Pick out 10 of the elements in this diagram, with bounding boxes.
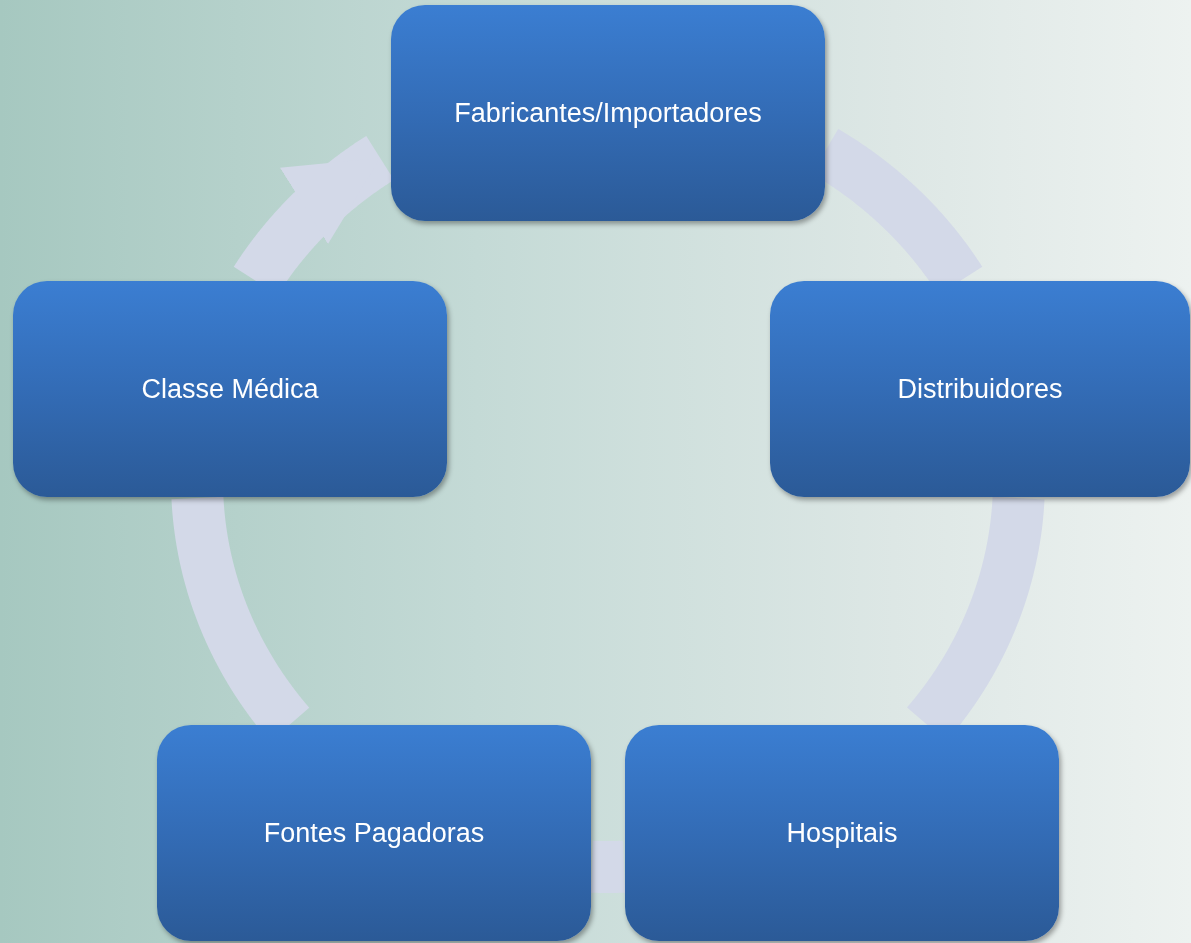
box-label: Classe Médica (141, 373, 319, 405)
process-box (770, 281, 1190, 497)
box-label: Fabricantes/Importadores (454, 97, 762, 129)
box-label: Hospitais (786, 817, 898, 849)
box-label: Fontes Pagadoras (263, 817, 485, 849)
process-box (625, 725, 1059, 941)
box-label: Distribuidores (897, 373, 1063, 405)
process-box (391, 5, 825, 221)
process-box (157, 725, 591, 941)
process-box (13, 281, 447, 497)
